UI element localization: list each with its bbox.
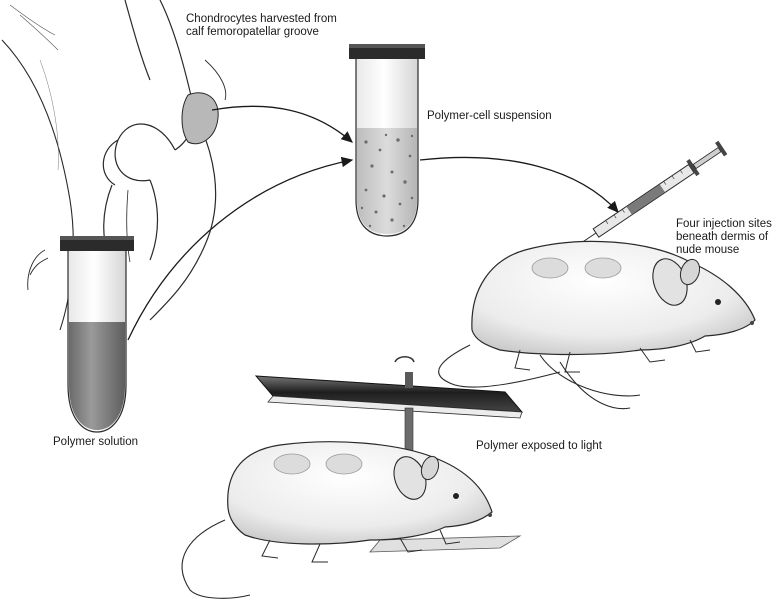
injection-site-1: [532, 258, 568, 278]
arrow-suspension-to-injection: [420, 157, 618, 212]
femoropatellar-groove: [182, 93, 218, 144]
label-polymer-exposed: Polymer exposed to light: [476, 440, 602, 453]
label-injection-sites: Four injection sites beneath dermis of n…: [676, 218, 772, 257]
label-chondrocytes: Chondrocytes harvested from calf femorop…: [186, 13, 337, 39]
upper-nude-mouse: [439, 241, 755, 408]
label-polymer-solution: Polymer solution: [53, 436, 138, 449]
polymer-solution-tube: [60, 236, 134, 432]
implant-site-2: [326, 454, 362, 474]
label-polymer-cell-suspension: Polymer-cell suspension: [427, 110, 552, 123]
label-injection-line3: nude mouse: [676, 244, 772, 257]
label-chondrocytes-line1: Chondrocytes harvested from: [186, 13, 337, 26]
polymer-cell-suspension-tube: [349, 44, 425, 236]
lower-nude-mouse: [182, 442, 492, 599]
label-injection-line1: Four injection sites: [676, 218, 772, 231]
label-injection-line2: beneath dermis of: [676, 231, 772, 244]
injection-site-2: [585, 258, 621, 278]
arrow-solution-to-suspension: [128, 160, 352, 340]
implant-site-1: [274, 454, 310, 474]
label-chondrocytes-line2: calf femoropatellar groove: [186, 26, 337, 39]
arrow-groove-to-suspension: [212, 106, 352, 142]
